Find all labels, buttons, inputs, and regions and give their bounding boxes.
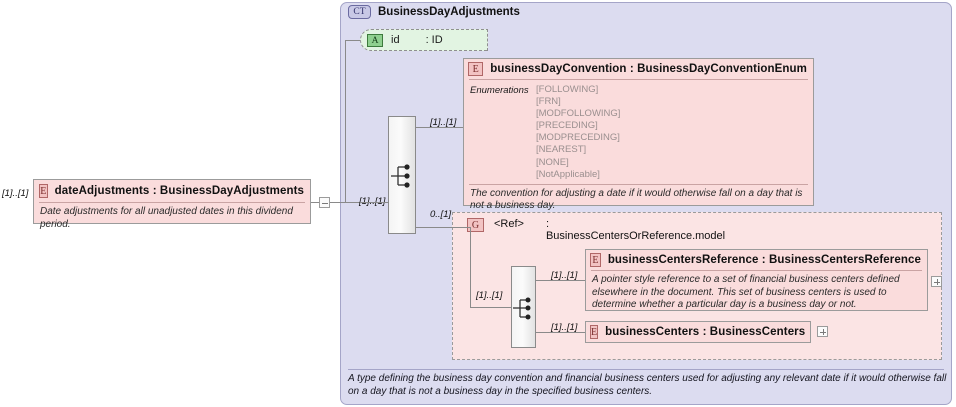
root-connector-left [311,202,319,203]
enumeration-item: [MODPRECEDING] [536,132,620,144]
element-business-day-convention[interactable]: E businessDayConvention : BusinessDayCon… [463,58,814,211]
complex-type-badge: CT [348,5,371,19]
divider [348,369,944,370]
attribute-connector-vertical [345,40,346,203]
element-badge: E [468,62,484,76]
element-title-row: E dateAdjustments : BusinessDayAdjustmen… [34,180,310,202]
divider [39,202,305,203]
enumerations-block: Enumerations [FOLLOWING] [FRN] [MODFOLLO… [464,80,813,184]
element-label: businessDayConvention : BusinessDayConve… [490,63,807,75]
divider [469,79,808,80]
divider [469,183,808,185]
complex-type-documentation: A type defining the business day convent… [348,373,947,397]
element-date-adjustments[interactable]: E dateAdjustments : BusinessDayAdjustmen… [33,179,311,230]
sequence-compositor-outer[interactable] [388,116,416,234]
collapse-toggle-root[interactable] [319,197,330,208]
outer-compositor-in-line [360,202,388,203]
sequence-compositor-icon [513,297,531,320]
enumeration-item: [FOLLOWING] [536,84,599,95]
element-label: dateAdjustments : BusinessDayAdjustments [54,185,304,197]
group-ref-label: <Ref> [494,218,524,230]
group-cardinality: 0..[1] [430,209,452,220]
enumeration-item: [NotApplicable] [536,168,600,180]
branch-line-bc [536,332,585,333]
root-cardinality: [1]..[1] [2,188,29,199]
bc-cardinality: [1]..[1] [551,322,578,333]
inner-compositor-in-line [470,307,511,308]
element-title-row: E businessDayConvention : BusinessDayCon… [464,59,813,79]
bdc-cardinality: [1]..[1] [430,117,457,128]
enumeration-item: [FRN] [536,96,561,108]
enumerations-list: [FOLLOWING] [FRN] [MODFOLLOWING] [PRECED… [536,84,620,181]
enumeration-item: [MODFOLLOWING] [536,108,621,120]
group-badge: G [467,218,484,232]
element-business-centers[interactable]: E businessCenters : BusinessCenters [585,321,811,343]
attribute-type: : ID [425,34,443,46]
bcr-cardinality: [1]..[1] [551,270,578,281]
complex-type-title: BusinessDayAdjustments [378,6,520,18]
element-title-row: E businessCenters : BusinessCenters [586,322,810,342]
branch-line-bdc [416,127,463,128]
group-type-label: : BusinessCentersOrReference.model [545,218,726,242]
enumerations-label: Enumerations [470,85,529,96]
root-connector-right [330,202,360,203]
inner-compositor-cardinality: [1]..[1] [476,290,503,301]
element-documentation: The convention for adjusting a date if i… [470,187,803,212]
element-badge: E [590,325,599,339]
element-label: businessCenters : BusinessCenters [605,326,806,338]
branch-line-bcr [536,280,585,281]
element-title-row: E businessCentersReference : BusinessCen… [586,250,927,270]
group-to-inner-vertical [470,227,471,308]
enumeration-item: [PRECEDING] [536,120,598,132]
complex-type-header: CT BusinessDayAdjustments [348,5,520,19]
enumeration-item: [NEAREST] [536,144,587,156]
attribute-name: id [391,34,400,46]
divider [591,270,922,271]
element-documentation: A pointer style reference to a set of fi… [592,274,900,310]
branch-line-group [416,227,452,228]
group-ref-header[interactable]: G <Ref> : BusinessCentersOrReference.mod… [467,218,726,242]
attribute-connector-horizontal [345,40,360,41]
group-to-inner-horizontal [452,227,470,228]
attribute-id-box[interactable]: A id : ID [360,29,488,51]
sequence-compositor-icon [391,164,410,188]
element-label: businessCentersReference : BusinessCente… [607,254,921,266]
attribute-badge: A [367,33,383,47]
element-business-centers-reference[interactable]: E businessCentersReference : BusinessCen… [585,249,928,311]
element-badge: E [590,253,601,267]
expand-toggle-group[interactable] [931,276,942,287]
enumeration-item: [NONE] [536,156,569,168]
element-documentation: Date adjustments for all unadjusted date… [40,206,293,230]
outer-compositor-cardinality: [1]..[1] [359,196,385,207]
element-badge: E [39,184,48,198]
expand-toggle-business-centers[interactable] [817,326,828,337]
sequence-compositor-inner[interactable] [511,266,536,348]
